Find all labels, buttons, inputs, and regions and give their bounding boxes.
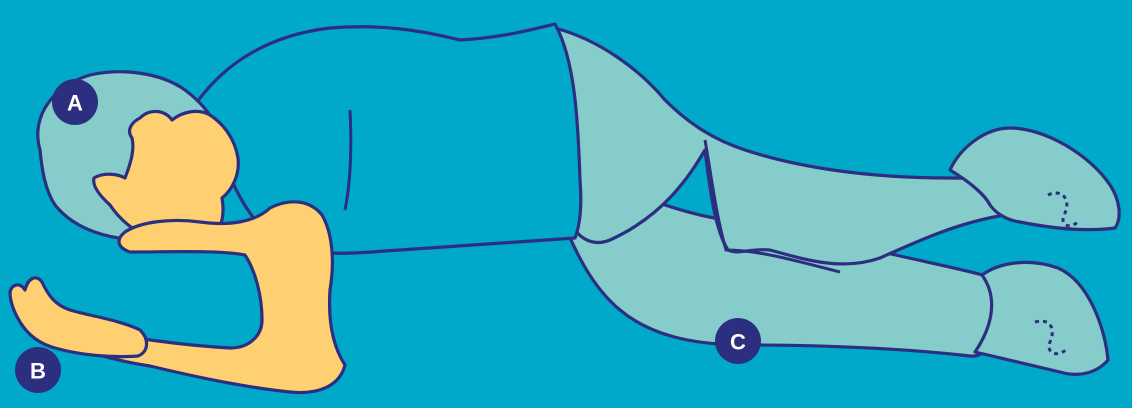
upper-leg-trousers <box>555 28 1015 264</box>
lower-hand <box>10 278 147 357</box>
marker-a: A <box>52 79 98 125</box>
marker-c: C <box>715 318 761 364</box>
marker-b: B <box>15 347 61 393</box>
marker-c-label: C <box>730 330 746 355</box>
marker-a-label: A <box>67 91 83 116</box>
marker-b-label: B <box>30 359 46 384</box>
lower-shoe <box>975 262 1108 374</box>
